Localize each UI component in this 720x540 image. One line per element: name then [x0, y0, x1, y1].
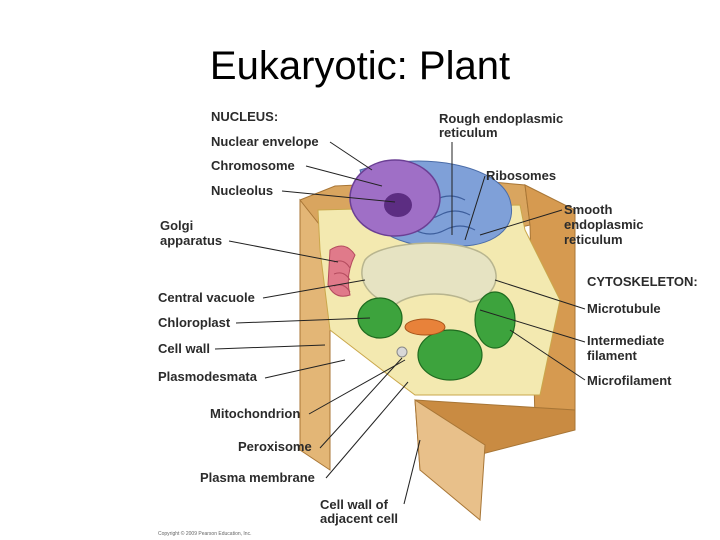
label-golgi-2: apparatus	[160, 233, 223, 248]
chloroplast-2	[417, 329, 483, 381]
cell-illustration	[299, 159, 576, 522]
label-chloroplast: Chloroplast	[158, 315, 231, 330]
mitochondrion	[404, 318, 446, 336]
label-rough-er-2: reticulum	[439, 125, 498, 140]
copyright-notice: Copyright © 2009 Pearson Education, Inc.	[158, 531, 252, 537]
label-cytoskeleton-header: CYTOSKELETON:	[587, 274, 698, 289]
slide-title: Eukaryotic: Plant	[209, 44, 511, 88]
label-microfilament: Microfilament	[587, 373, 672, 388]
label-chromosome: Chromosome	[211, 158, 295, 173]
label-cell-wall: Cell wall	[158, 341, 211, 356]
label-peroxisome: Peroxisome	[238, 439, 312, 454]
label-smooth-er-3: reticulum	[564, 232, 623, 247]
label-nucleolus: Nucleolus	[211, 183, 274, 198]
label-ribosomes: Ribosomes	[486, 168, 557, 183]
nucleolus	[384, 193, 412, 217]
label-nuclear-envelope: Nuclear envelope	[211, 134, 319, 149]
label-nucleus-header: NUCLEUS:	[211, 109, 279, 124]
label-intermediate-1: Intermediate	[587, 333, 665, 348]
label-intermediate-2: filament	[587, 348, 637, 363]
label-central-vacuole: Central vacuole	[158, 290, 255, 305]
leader-lines	[214, 141, 586, 505]
label-cell-wall-adjacent-2: adjacent cell	[320, 511, 399, 526]
chloroplast-3	[474, 291, 516, 349]
label-rough-er-1: Rough endoplasmic	[439, 111, 564, 126]
label-smooth-er-2: endoplasmic	[564, 217, 644, 232]
label-microtubule: Microtubule	[587, 301, 661, 316]
label-smooth-er-1: Smooth	[564, 202, 613, 217]
peroxisome	[396, 346, 408, 358]
label-mitochondrion: Mitochondrion	[210, 406, 301, 421]
label-cell-wall-adjacent-1: Cell wall of	[320, 497, 388, 512]
label-plasma-membrane: Plasma membrane	[200, 470, 315, 485]
label-plasmodesmata: Plasmodesmata	[158, 369, 257, 384]
label-golgi-1: Golgi	[160, 218, 194, 233]
